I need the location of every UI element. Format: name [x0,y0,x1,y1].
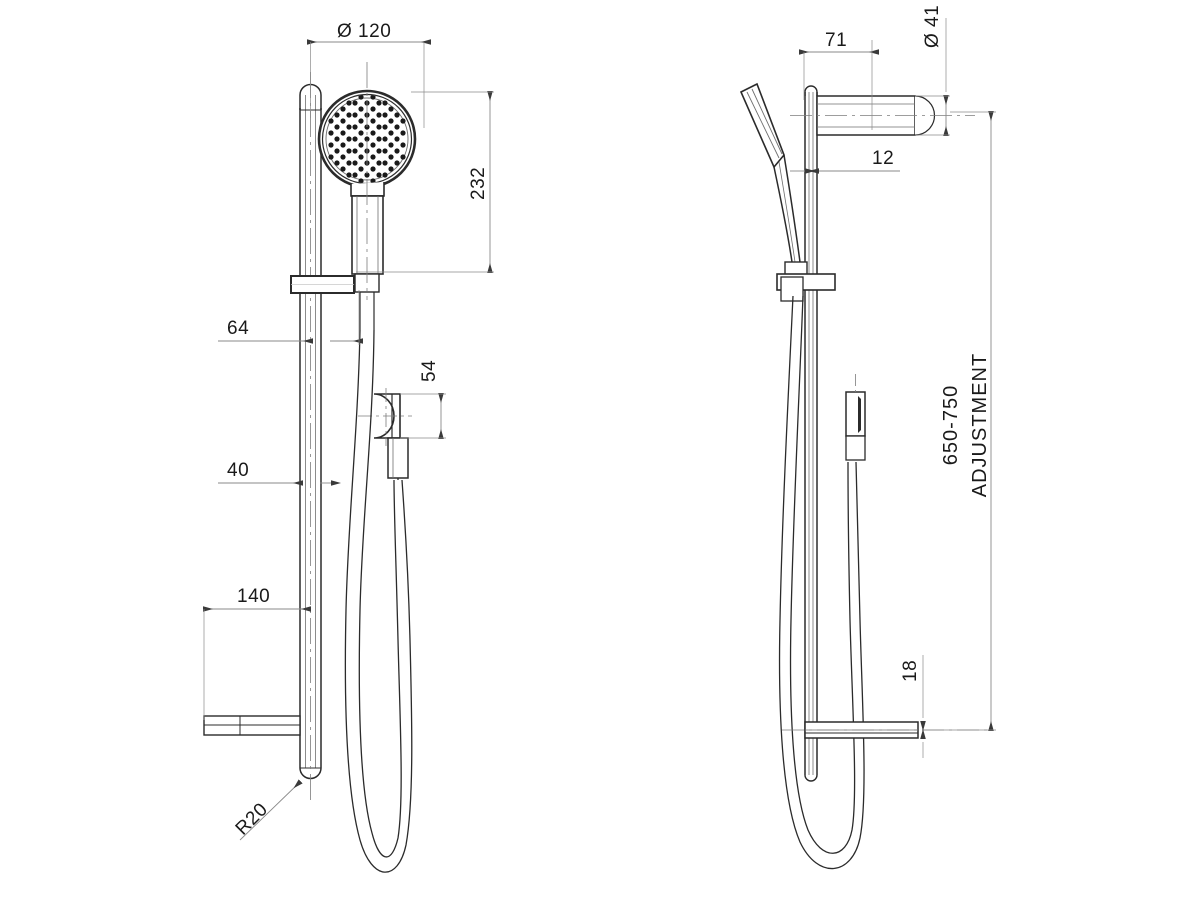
dim-bracket-projection-text: 71 [825,30,847,51]
dim-rail-depth: 12 [790,148,900,174]
dim-rail-offset-text: 40 [227,460,249,481]
front-sliding-bracket [290,275,355,294]
side-slide-rail [804,85,818,782]
dim-head-diameter: Ø 120 [307,21,431,128]
dim-adjustment-value-text: 650-750 [940,385,962,465]
dim-shelf-width-text: 140 [237,586,270,607]
dim-inlet-height: 54 [400,360,446,439]
dim-bracket-offset: 64 [218,290,363,345]
front-view: Ø 120 232 64 54 40 [203,21,494,873]
dim-rail-offset: 40 [218,460,341,486]
spray-hole-pattern [328,95,406,183]
dim-rail-radius: R20 [232,779,303,841]
side-shelf [782,721,990,739]
dim-shelf-width: 140 [203,586,311,720]
front-water-inlet [358,388,412,479]
side-sliding-bracket [776,273,836,302]
side-water-inlet [845,374,866,461]
dim-inlet-height-text: 54 [419,360,440,382]
front-shelf [203,715,301,736]
dim-rail-depth-text: 12 [872,148,894,169]
dim-shelf-thickness: 18 [900,655,926,758]
dim-adjustment-label-text: ADJUSTMENT [969,353,991,497]
dim-head-height-text: 232 [468,167,489,200]
dim-bracket-offset-text: 64 [227,318,249,339]
dim-adjustment: 650-750 ADJUSTMENT [922,111,996,731]
front-slide-rail [299,72,322,800]
side-view: 71 Ø 41 12 650-750 ADJUSTMENT [739,5,996,870]
dim-inlet-diameter-text: Ø 41 [922,5,943,48]
front-hose [344,329,413,873]
dim-head-diameter-text: Ø 120 [337,21,391,42]
dim-shelf-thickness-text: 18 [900,660,921,682]
side-hose [778,295,865,870]
front-shower-head [317,62,417,330]
side-top-bracket [790,95,975,136]
dim-rail-radius-text: R20 [232,799,273,840]
dim-inlet-diameter: Ø 41 [915,5,950,136]
dim-bracket-projection: 71 [799,30,879,130]
dim-head-height: 232 [356,91,494,273]
